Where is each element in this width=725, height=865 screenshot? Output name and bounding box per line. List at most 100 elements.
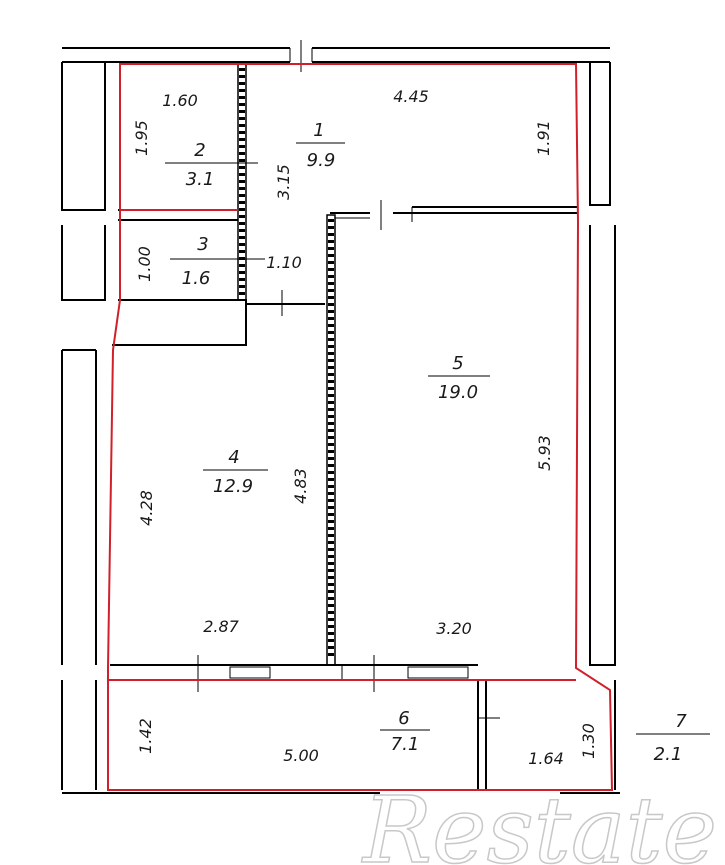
partition-hatch-mark <box>328 653 334 656</box>
partition-hatch-mark <box>239 166 245 169</box>
room-4-area: 12.9 <box>213 476 253 497</box>
partition-hatch-mark <box>328 422 334 425</box>
room-labels: 1 9.9 2 3.1 3 1.6 4 12.9 5 19.0 6 7.1 7 … <box>165 120 710 765</box>
partition-hatch-mark <box>328 436 334 439</box>
partition-hatch-mark <box>328 534 334 537</box>
partition-hatch-mark <box>328 513 334 516</box>
partition-hatch-mark <box>328 296 334 299</box>
partition-hatch-mark <box>328 233 334 236</box>
dim-1-60: 1.60 <box>162 91 198 110</box>
partition-hatch-mark <box>328 275 334 278</box>
room-1-area: 9.9 <box>307 150 336 171</box>
room-3-number: 3 <box>197 234 208 255</box>
room-7-number: 7 <box>675 711 687 732</box>
partition-hatch-mark <box>239 75 245 78</box>
partition-hatch-mark <box>328 359 334 362</box>
partition-hatch-mark <box>328 471 334 474</box>
partition-hatch-mark <box>328 611 334 614</box>
partition-hatch-mark <box>328 408 334 411</box>
partition-hatch-mark <box>328 429 334 432</box>
dim-2-87: 2.87 <box>203 617 239 636</box>
partition-hatch-mark <box>328 506 334 509</box>
partition-hatch-mark <box>239 215 245 218</box>
partition-hatch-mark <box>328 289 334 292</box>
partition-hatch-mark <box>239 264 245 267</box>
partition-hatch-mark <box>328 457 334 460</box>
partition-hatch-mark <box>328 492 334 495</box>
partition-hatch <box>239 68 334 656</box>
room-2-area: 3.1 <box>186 169 215 190</box>
partition-hatch-mark <box>328 597 334 600</box>
partition-hatch-mark <box>328 401 334 404</box>
room-3-area: 1.6 <box>182 268 211 289</box>
partition-hatch-mark <box>328 520 334 523</box>
watermark-logo: Restate <box>361 777 717 865</box>
partition-hatch-mark <box>328 345 334 348</box>
partition-hatch-mark <box>328 303 334 306</box>
dim-1-91: 1.91 <box>534 120 553 156</box>
outline-apartment <box>107 63 614 791</box>
partition-hatch-mark <box>328 527 334 530</box>
partition-hatch-mark <box>328 604 334 607</box>
partition-hatch-mark <box>239 285 245 288</box>
dim-5-93: 5.93 <box>535 435 554 471</box>
window-4 <box>229 666 271 679</box>
partition-hatch-mark <box>328 639 334 642</box>
partition-hatch-mark <box>239 243 245 246</box>
partition-hatch-mark <box>328 464 334 467</box>
partition-hatch-mark <box>328 338 334 341</box>
partition-2-3 <box>118 209 238 221</box>
partition-hatch-mark <box>239 201 245 204</box>
wall-left-upper <box>61 62 106 211</box>
wall-right-upper <box>589 62 611 206</box>
partition-hatch-mark <box>239 117 245 120</box>
partition-hatch-mark <box>239 236 245 239</box>
window-5 <box>407 666 469 679</box>
partition-hatch-mark <box>239 278 245 281</box>
partition-hatch-mark <box>328 387 334 390</box>
partition-block <box>112 299 247 346</box>
room-1-number: 1 <box>313 120 324 141</box>
partition-hatch-mark <box>239 89 245 92</box>
partition-hatch-mark <box>239 110 245 113</box>
dim-3-20: 3.20 <box>436 619 472 638</box>
partition-hatch-mark <box>328 254 334 257</box>
dim-4-45: 4.45 <box>393 87 429 106</box>
partition-hatch-mark <box>328 632 334 635</box>
partition-hatch-mark <box>328 555 334 558</box>
partition-hatch-mark <box>328 443 334 446</box>
dim-3-15: 3.15 <box>274 164 293 200</box>
partition-hatch-mark <box>239 68 245 71</box>
room-6-area: 7.1 <box>391 734 420 755</box>
dimension-labels: 1.60 4.45 1.95 1.91 3.15 1.00 1.10 4.28 … <box>132 87 598 768</box>
partition-hatch-mark <box>239 194 245 197</box>
partition-hatch-mark <box>328 352 334 355</box>
partition-hatch-mark <box>328 625 334 628</box>
partition-hatch-mark <box>328 373 334 376</box>
partition-hatch-mark <box>239 180 245 183</box>
partition-hatch-mark <box>239 82 245 85</box>
partition-hatch-mark <box>239 103 245 106</box>
partition-hatch-mark <box>239 208 245 211</box>
partition-hatch-mark <box>328 576 334 579</box>
wall-1-5 <box>330 206 578 214</box>
room-outlines <box>107 63 614 791</box>
room-5-area: 19.0 <box>438 382 478 403</box>
partition-hatch-mark <box>328 324 334 327</box>
partition-hatch-mark <box>328 394 334 397</box>
partition-hatch-mark <box>328 240 334 243</box>
partition-hatch-mark <box>239 271 245 274</box>
partition-hatch-mark <box>328 268 334 271</box>
wall-6-7 <box>477 680 487 790</box>
room-4-number: 4 <box>228 447 239 468</box>
partition-hatch-mark <box>239 138 245 141</box>
dim-4-28: 4.28 <box>137 490 156 526</box>
partition-hatch-mark <box>239 250 245 253</box>
partition-hatch-mark <box>239 124 245 127</box>
partition-hatch-mark <box>239 96 245 99</box>
dim-1-42: 1.42 <box>136 718 155 754</box>
wall-left-balcony <box>61 680 97 790</box>
partition-hatch-mark <box>239 152 245 155</box>
wall-left-lower <box>61 350 97 665</box>
